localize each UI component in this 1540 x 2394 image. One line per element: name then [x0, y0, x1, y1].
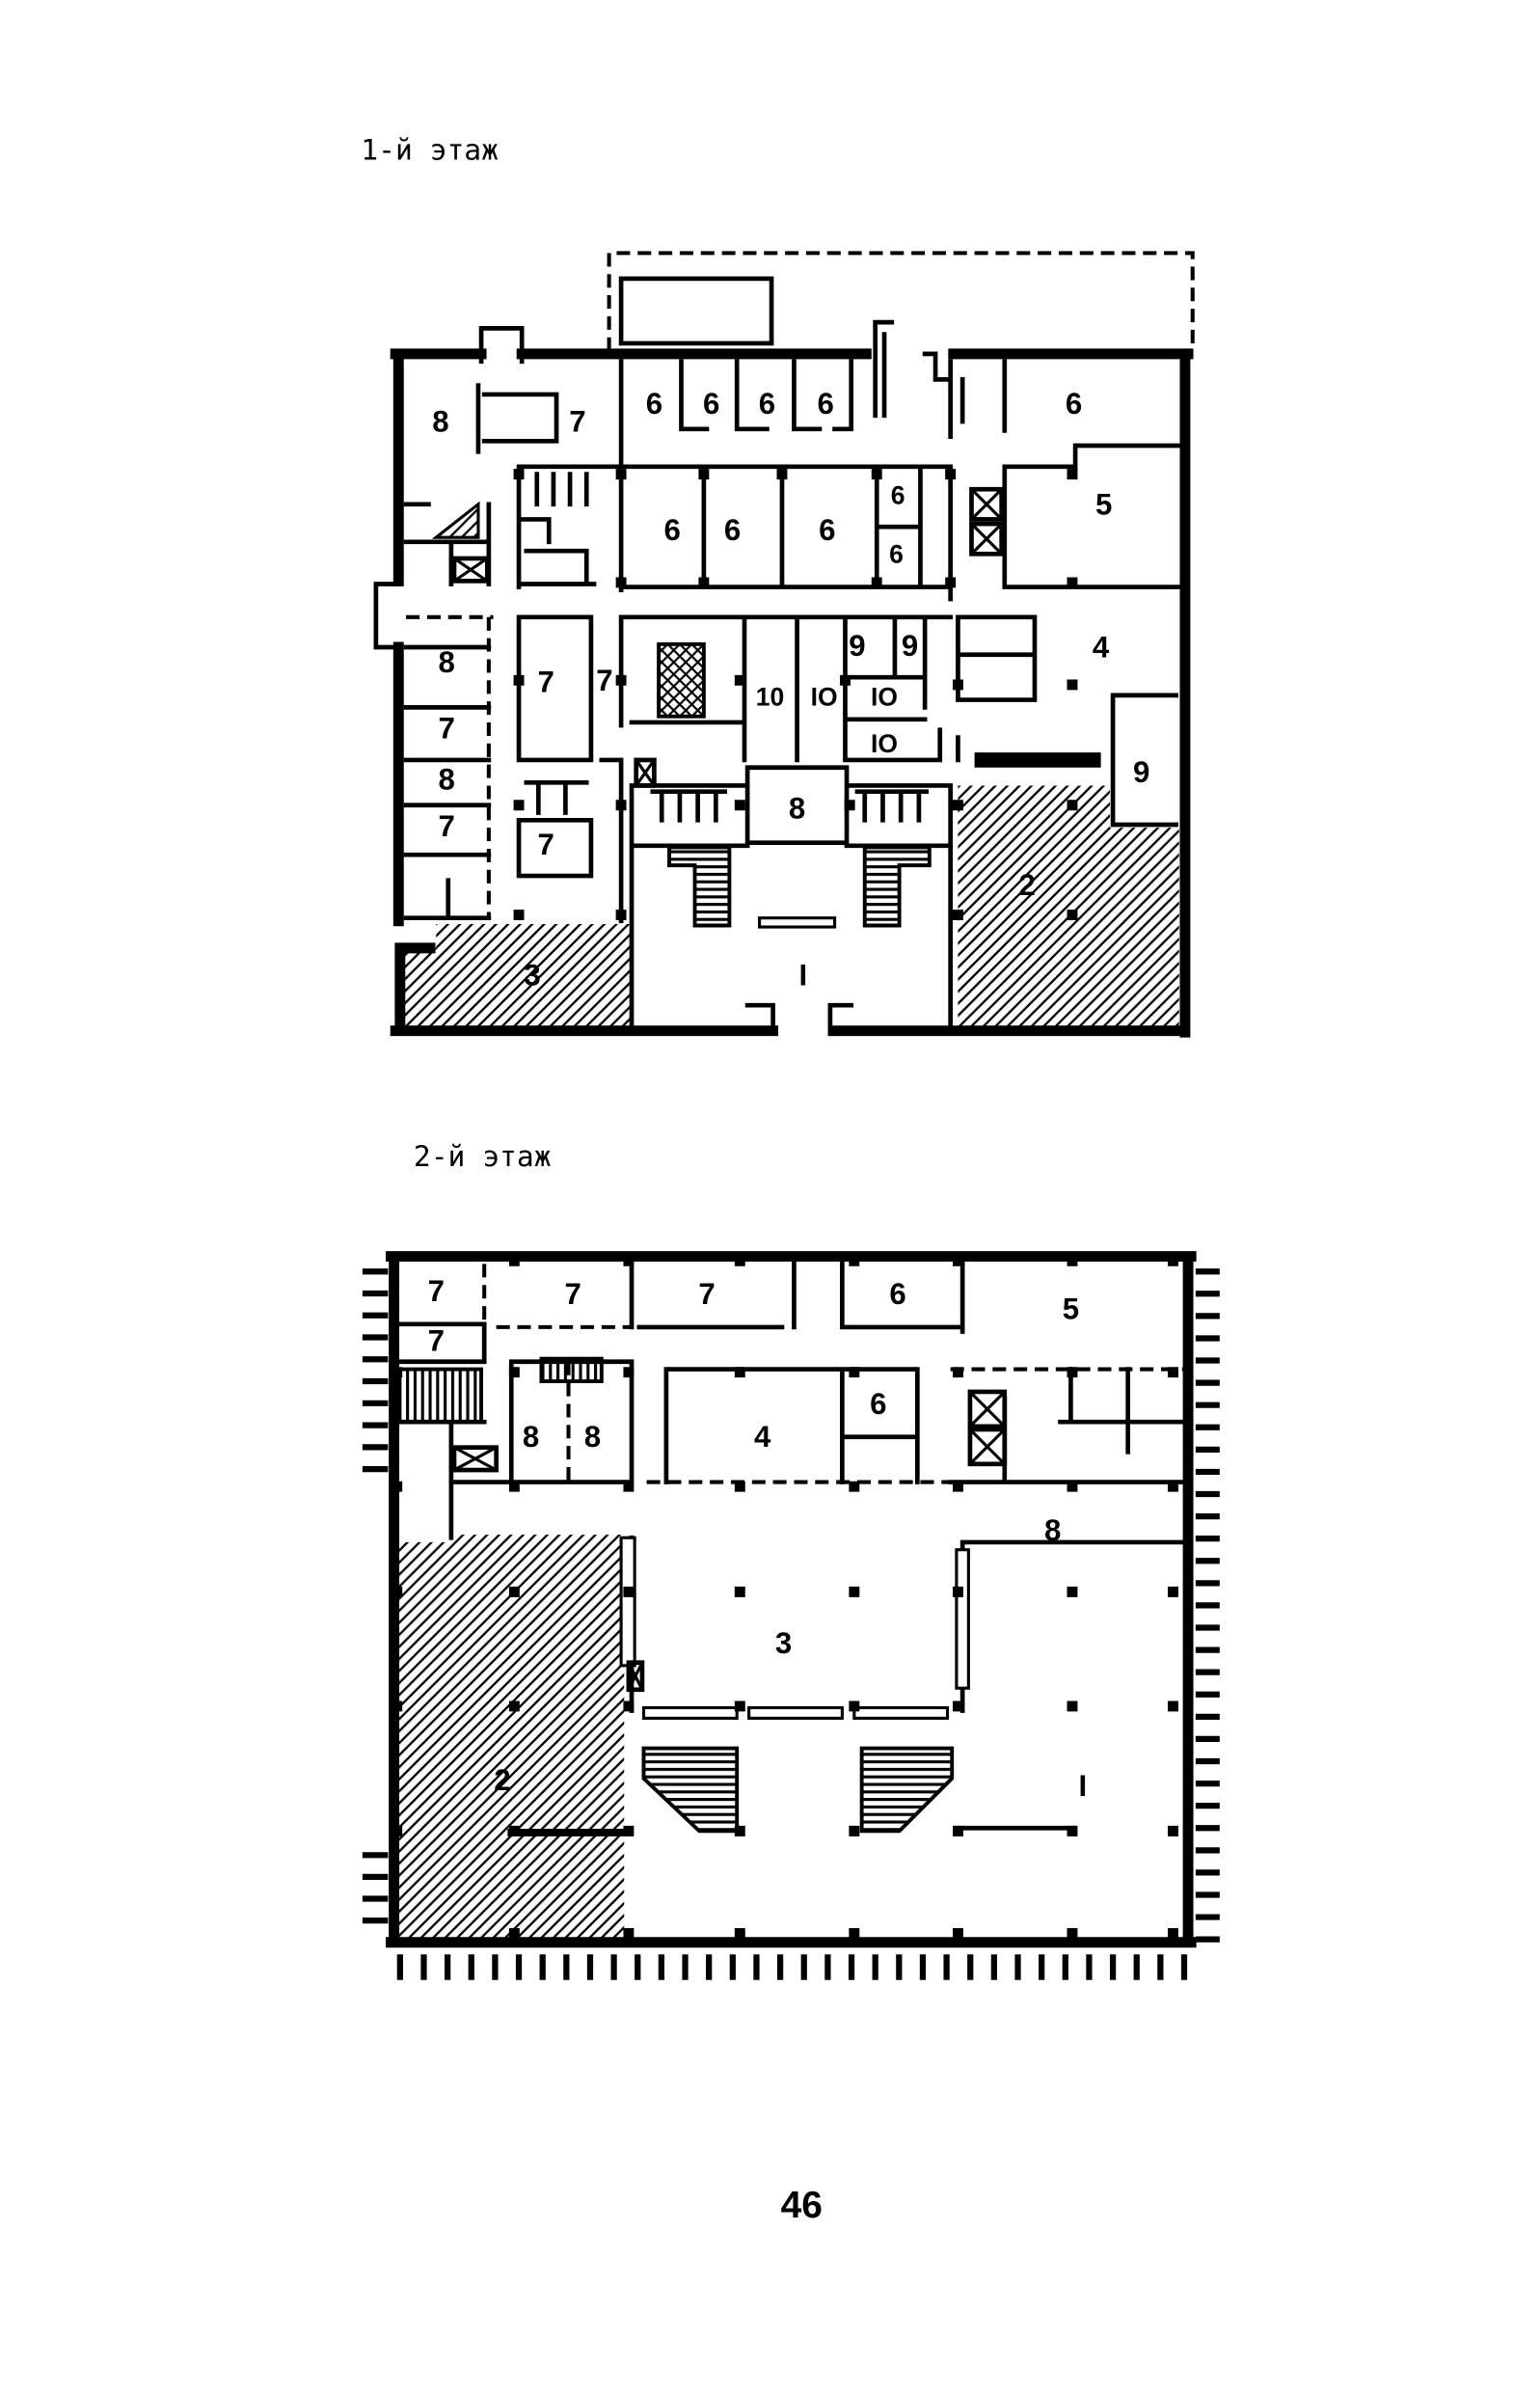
- floor-2-elevator-d: [626, 1660, 645, 1693]
- room-label: I: [798, 958, 807, 992]
- room-label: IO: [871, 682, 898, 711]
- room-label: 7: [428, 1323, 445, 1357]
- room-label: 6: [724, 513, 741, 547]
- floor-1-plan: 8 7 6 6 6 6 6 6 6 6 6 6 5 4 8 7 8 7 7 7 …: [373, 251, 1195, 1038]
- floor-2-outer-walls: [386, 1251, 1197, 1948]
- room-label: 8: [523, 1420, 539, 1454]
- floor-1-left-stair: [667, 845, 732, 928]
- floor-1-dark-counter: [974, 752, 1101, 768]
- room-label: 7: [698, 1277, 715, 1311]
- floor-2-exterior-wall-ticks: [362, 1268, 1220, 1980]
- floor-2-plan: 7 7 7 6 5 7 8 8 4 6 8 3 2 I: [362, 1251, 1220, 1980]
- room-label: 8: [439, 763, 455, 797]
- floor-2-right-stair: [859, 1746, 955, 1834]
- room-label: 6: [1066, 387, 1082, 421]
- room-label: 6: [889, 539, 904, 568]
- room-label: I: [1079, 1769, 1088, 1803]
- floor-2-side-stair: [394, 1367, 484, 1425]
- room-label: 6: [889, 1277, 905, 1311]
- room-label: 6: [870, 1387, 886, 1421]
- room-label: 7: [439, 712, 455, 746]
- room-label: 10: [756, 682, 784, 711]
- floor-2-left-stair: [641, 1746, 740, 1834]
- floor-2-title: 2-й этаж: [414, 1139, 552, 1173]
- floor-2-right-bench: [955, 1548, 970, 1690]
- room-label: 6: [759, 387, 775, 421]
- room-label: 5: [1095, 487, 1112, 521]
- floor-1-right-stair: [862, 845, 932, 928]
- room-label: 7: [565, 1277, 581, 1311]
- room-label: 2: [494, 1763, 510, 1797]
- floor-2-small-stair: [539, 1356, 604, 1383]
- room-label: 6: [818, 387, 834, 421]
- room-label: 8: [432, 405, 448, 439]
- floor-1-benches: [650, 789, 930, 823]
- floor-2-elevator-crosses: [451, 1389, 1007, 1692]
- floor-2-hatched-area-2: [398, 1535, 625, 1939]
- room-label: 2: [1019, 868, 1036, 902]
- room-label: 9: [1133, 755, 1149, 789]
- floor-2-elevator-c: [451, 1445, 499, 1473]
- room-label: 7: [428, 1274, 445, 1308]
- room-label: 7: [439, 809, 455, 843]
- room-label: 3: [524, 958, 540, 992]
- floor-1-elevator-c: [451, 556, 490, 584]
- floor-2-bench: [641, 1705, 739, 1720]
- room-label: 6: [891, 480, 905, 509]
- room-label: 7: [537, 665, 554, 698]
- room-label: 9: [902, 629, 918, 663]
- floor-1-elevator-a: [969, 486, 1005, 522]
- floor-2-elevator-a: [967, 1389, 1008, 1429]
- floor-1-elevator-d: [634, 757, 657, 788]
- room-label: IO: [871, 729, 898, 758]
- room-label: 7: [596, 664, 612, 697]
- floor-2-left-bench: [619, 1536, 636, 1668]
- room-label: 6: [646, 387, 662, 421]
- floor-2-elevator-b: [967, 1427, 1008, 1467]
- room-label: 8: [584, 1420, 601, 1454]
- room-label: 4: [1093, 630, 1110, 664]
- floor-1-hatched-area-2: [958, 785, 1179, 1026]
- floor-1-service-shaft: [657, 641, 706, 719]
- room-label: 4: [754, 1420, 771, 1454]
- room-label: 8: [439, 645, 455, 679]
- room-label: 9: [849, 629, 865, 663]
- room-label: 7: [537, 828, 554, 861]
- room-label: 3: [775, 1626, 792, 1660]
- floor-1-title: 1-й этаж: [361, 133, 499, 167]
- room-label: 6: [819, 513, 835, 547]
- floor-1-canopy-rect: [618, 276, 774, 346]
- room-label: 8: [1044, 1513, 1061, 1547]
- room-label: IO: [811, 682, 838, 711]
- room-label: 6: [663, 513, 680, 547]
- room-label: 6: [703, 387, 719, 421]
- floor-1-outer-walls: [390, 348, 1194, 1038]
- room-label: 5: [1063, 1292, 1079, 1326]
- floor-1-elevator-b: [969, 521, 1005, 557]
- room-label: 7: [569, 405, 585, 439]
- floor-2-dashed-partitions: [482, 1264, 1189, 1484]
- page-number: 46: [781, 2185, 823, 2226]
- room-label: 8: [789, 791, 805, 825]
- floor-2-bench: [747, 1705, 844, 1720]
- floor-1-side-stair: [431, 501, 480, 539]
- floor-1-elevator-crosses: [451, 487, 1004, 788]
- floor-1-lobby-bench: [758, 916, 837, 929]
- floor-2-bench: [852, 1705, 950, 1720]
- floor-1-hatched-area-3: [402, 923, 633, 1026]
- floor-1-dashed-lines: [406, 251, 1195, 918]
